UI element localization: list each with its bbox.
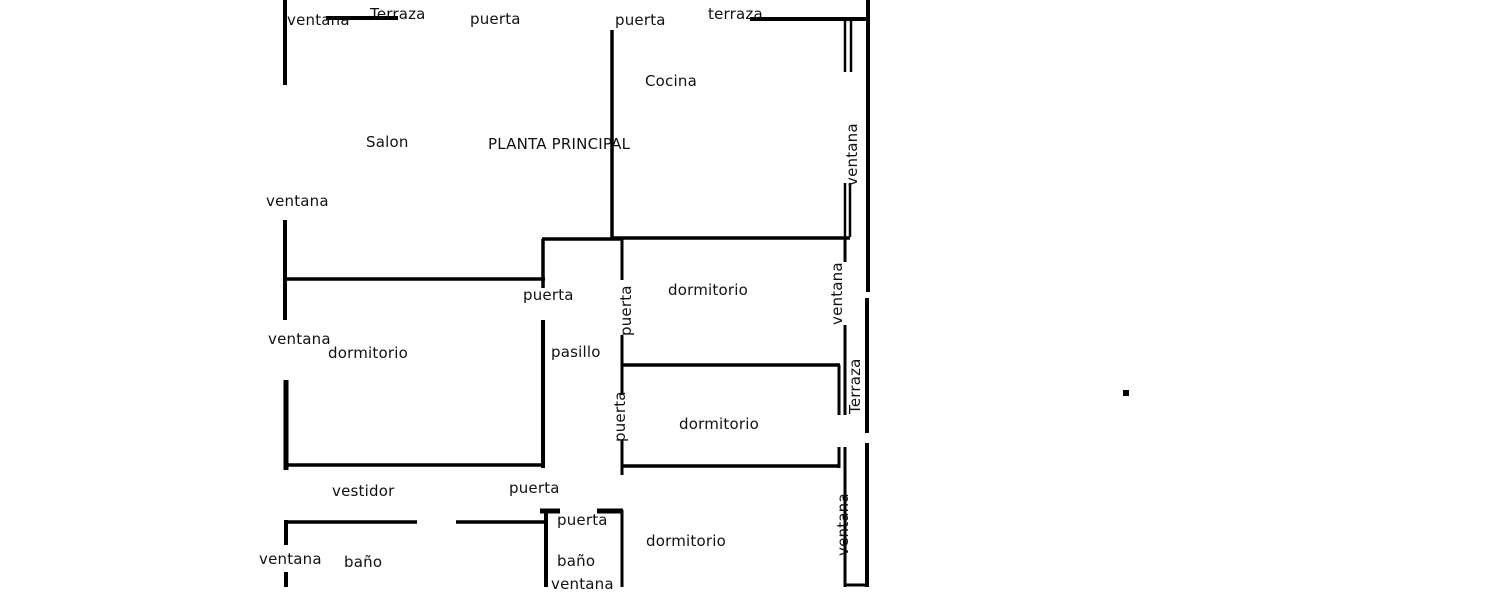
label-puerta-top-center: puerta <box>470 10 521 28</box>
label-puerta-top-kitchen: puerta <box>615 11 666 29</box>
label-ventana-bano2-bottom: ventana <box>551 575 614 593</box>
room-label-dormitorio-2: dormitorio <box>668 281 748 299</box>
label-puerta-pasillo-top: puerta <box>523 286 574 304</box>
room-label-salon: Salon <box>366 133 409 151</box>
label-puerta-lower: puerta <box>509 479 560 497</box>
room-label-bano-2: baño <box>557 552 596 570</box>
label-ventana-dorm4-right: ventana <box>834 493 852 556</box>
room-label-pasillo: pasillo <box>551 343 601 361</box>
label-ventana-kitchen-right: ventana <box>843 123 861 186</box>
label-terraza-right: Terraza <box>846 358 864 414</box>
label-ventana-dorm1-left: ventana <box>268 330 331 348</box>
room-label-dormitorio-1: dormitorio <box>328 344 408 362</box>
label-ventana-salon-left: ventana <box>266 192 329 210</box>
label-ventana-top-left: ventana <box>287 11 350 29</box>
label-ventana-dorm2-right: ventana <box>828 262 846 325</box>
room-label-dormitorio-4: dormitorio <box>646 532 726 550</box>
label-puerta-dorm3: puerta <box>611 391 629 442</box>
room-label-bano-1: baño <box>344 553 383 571</box>
room-label-vestidor: vestidor <box>332 482 395 500</box>
plan-title: PLANTA PRINCIPAL <box>488 135 631 153</box>
label-terraza-top-right: terraza <box>708 5 763 23</box>
label-ventana-bano1-left: ventana <box>259 550 322 568</box>
label-puerta-dorm2: puerta <box>617 285 635 336</box>
label-puerta-bano2: puerta <box>557 511 608 529</box>
room-label-dormitorio-3: dormitorio <box>679 415 759 433</box>
room-label-cocina: Cocina <box>645 72 697 90</box>
stray-dot <box>1123 390 1129 396</box>
label-terraza-top-left: Terraza <box>370 5 426 23</box>
